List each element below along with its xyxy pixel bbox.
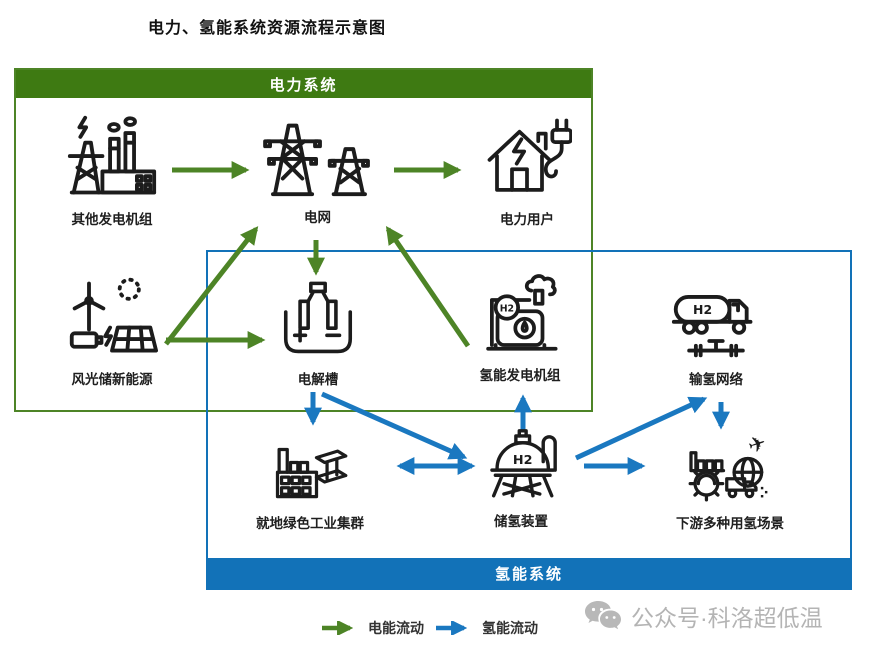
page-title: 电力、氢能系统资源流程示意图 — [148, 20, 387, 37]
h2-generator-icon: H2 — [486, 274, 558, 351]
node-other-generators: 其他发电机组 — [40, 112, 184, 228]
node-label: 下游多种用氢场景 — [676, 516, 784, 531]
electrolyzer-cell-icon — [283, 281, 353, 354]
arrow-h2generator-to-grid — [385, 226, 471, 348]
arrow-storage-to-network — [574, 396, 708, 461]
transmission-towers-icon — [262, 123, 370, 197]
node-label: 其他发电机组 — [71, 212, 153, 227]
watermark: 公众号·科洛超低温 — [584, 599, 823, 633]
arrow-electrolyzer-to-storage — [320, 391, 468, 460]
node-renewables: 风光储新能源 — [40, 272, 184, 388]
node-h2-network: H2 输氢网络 — [652, 272, 780, 388]
h2-label: H2 — [500, 303, 514, 314]
legend: 电能流动 氢能流动 — [320, 618, 538, 638]
arrow-renewables-to-grid — [164, 226, 259, 346]
green-arrow-icon — [322, 621, 354, 635]
hydrogen-system-footer: 氢能系统 — [208, 558, 850, 588]
node-label: 电解槽 — [297, 372, 339, 387]
node-label: 输氢网络 — [689, 372, 743, 387]
node-label: 电网 — [304, 210, 331, 225]
gear-plane-truck-globe-icon: ✈ — [688, 430, 770, 502]
legend-item-hydrogen-flow: 氢能流动 — [434, 618, 538, 638]
legend-item-power-flow: 电能流动 — [320, 618, 424, 638]
hydrogen-system-box: 氢能系统 — [206, 250, 852, 590]
wechat-icon — [585, 601, 621, 630]
h2-label: H2 — [693, 302, 712, 317]
house-plug-icon — [487, 118, 572, 192]
h2-label: H2 — [513, 453, 533, 468]
node-h2-storage: H2 储氢装置 — [456, 424, 586, 530]
node-h2-generator: H2 氢能发电机组 — [450, 270, 590, 384]
node-electrolyzer: 电解槽 — [252, 278, 384, 388]
node-grid: 电网 — [245, 108, 390, 226]
legend-label: 电能流动 — [368, 620, 424, 636]
legend-label: 氢能流动 — [482, 620, 538, 636]
node-industry-cluster: 就地绿色工业集群 — [232, 430, 388, 532]
node-label: 就地绿色工业集群 — [256, 516, 364, 531]
watermark-text: 公众号·科洛超低温 — [631, 605, 823, 631]
power-plant-icon — [67, 115, 157, 195]
power-system-header: 电力系统 — [16, 70, 591, 98]
node-label: 电力用户 — [500, 212, 554, 227]
power-system-box: 电力系统 — [14, 68, 593, 412]
blue-arrow-icon — [436, 621, 468, 635]
node-label: 风光储新能源 — [71, 372, 153, 387]
h2-tanker-pipeline-icon: H2 — [671, 295, 753, 358]
node-label: 氢能发电机组 — [479, 368, 561, 383]
node-power-users: 电力用户 — [462, 112, 592, 228]
h2-storage-tank-icon: H2 — [490, 429, 557, 498]
wind-solar-battery-icon — [69, 277, 158, 353]
node-downstream: ✈ 下游多种用氢场景 — [650, 430, 810, 532]
factory-steel-icon — [275, 447, 348, 499]
node-label: 储氢装置 — [494, 514, 548, 529]
airplane-glyph: ✈ — [745, 430, 770, 459]
